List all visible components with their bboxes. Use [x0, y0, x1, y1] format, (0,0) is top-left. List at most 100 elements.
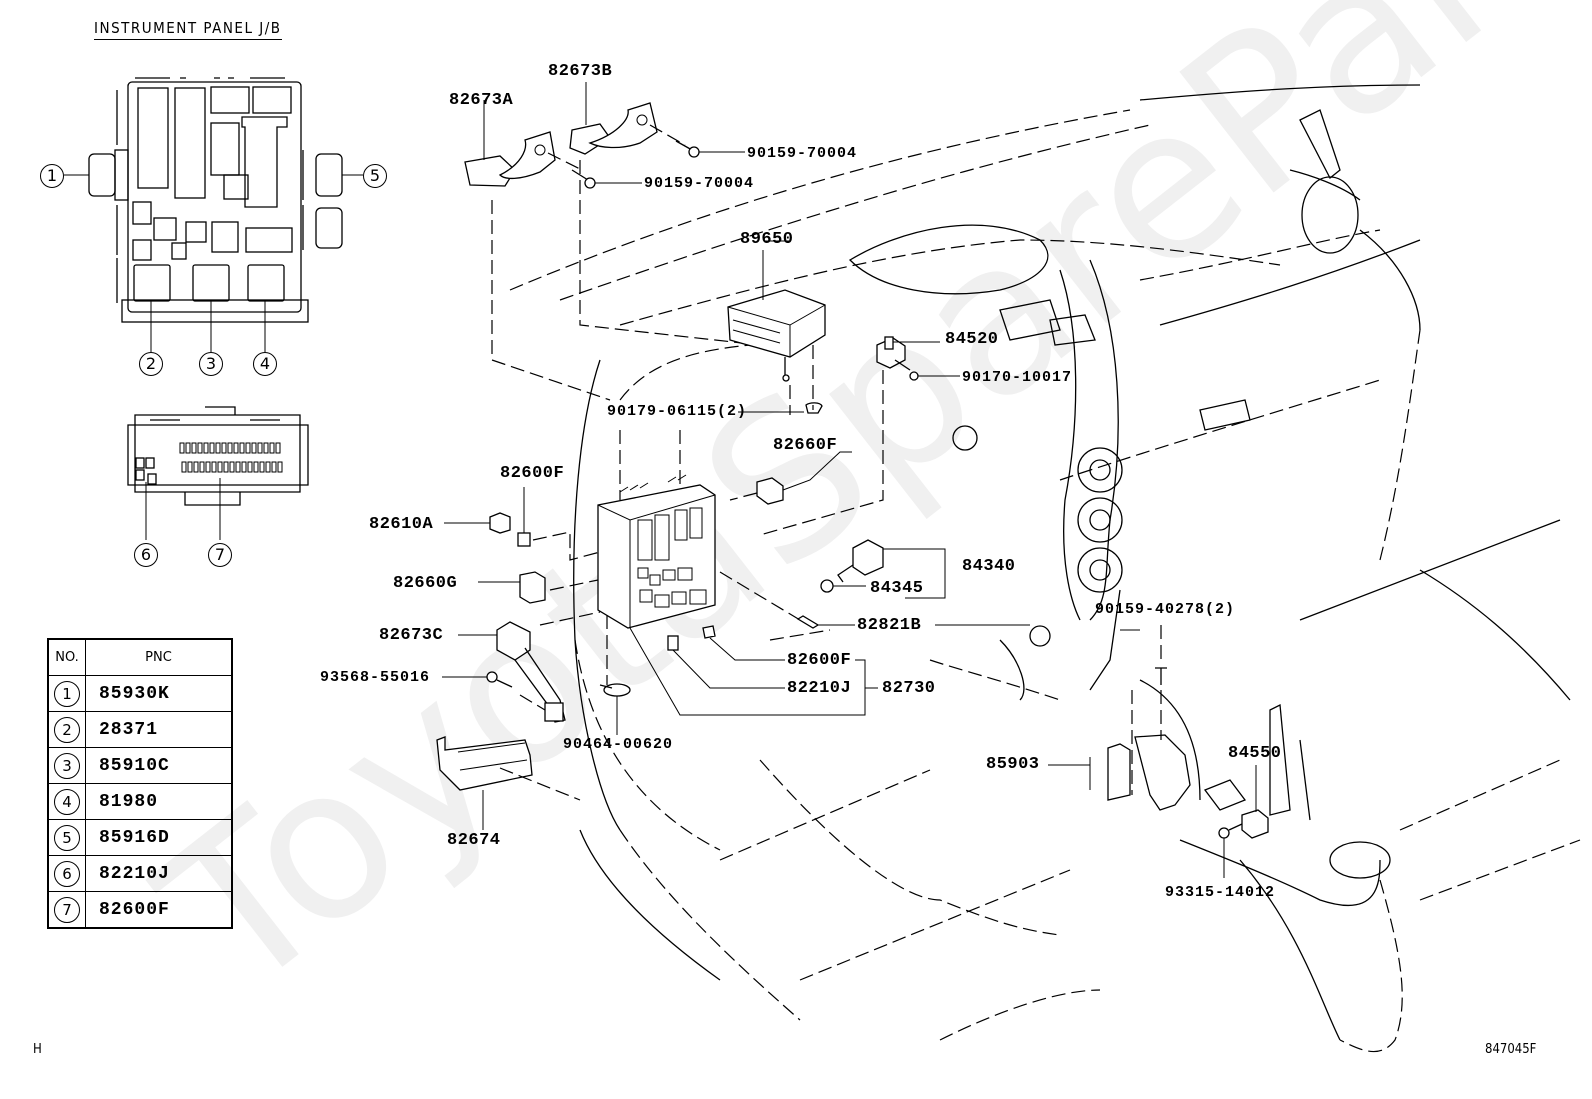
fuse-relay-slot — [649, 574, 661, 586]
label-82673B[interactable]: 82673B — [548, 62, 613, 81]
fuse-relay-slot — [637, 567, 649, 579]
connector-pin — [277, 461, 283, 473]
label-90464-00620[interactable]: 90464-00620 — [563, 736, 674, 753]
label-90179-06115[interactable]: 90179-06115(2) — [607, 403, 748, 420]
label-82610A[interactable]: 82610A — [369, 515, 434, 534]
callout-4: 4 — [253, 352, 277, 376]
fuse-relay-slot — [662, 569, 676, 581]
label-84340[interactable]: 84340 — [962, 557, 1016, 576]
row-number: 7 — [54, 896, 80, 923]
part-82674 — [436, 736, 581, 830]
label-90159-40278[interactable]: 90159-40278(2) — [1095, 601, 1236, 618]
label-82660F[interactable]: 82660F — [773, 436, 838, 455]
connector-pin — [217, 461, 223, 473]
label-90159-70004-lower[interactable]: 90159-70004 — [644, 175, 755, 192]
row-number: 1 — [54, 680, 80, 707]
connector-pin — [269, 442, 275, 454]
label-84550[interactable]: 84550 — [1228, 744, 1282, 763]
connector-pin — [257, 442, 263, 454]
callout-1: 1 — [40, 164, 64, 188]
label-82660G[interactable]: 82660G — [393, 574, 458, 593]
part-90159-40278 — [1155, 625, 1167, 740]
part-84550 — [1203, 765, 1269, 878]
illustration-number: 847045F — [1485, 1042, 1537, 1057]
connector-pin — [179, 442, 185, 454]
connector-pin — [253, 461, 259, 473]
callout-5: 5 — [363, 164, 387, 188]
label-93568-55016[interactable]: 93568-55016 — [320, 669, 431, 686]
connector-pin — [221, 442, 227, 454]
fuse-relay-slot — [654, 514, 670, 561]
connector-pin — [227, 442, 233, 454]
label-82600F-lower[interactable]: 82600F — [787, 651, 852, 670]
part-90464-00620 — [599, 615, 631, 735]
row-pnc: 85930K — [85, 675, 233, 712]
row-number: 4 — [54, 788, 80, 815]
diagram-title: INSTRUMENT PANEL J/B — [94, 20, 282, 40]
pnc-table-header: NO. PNC — [47, 638, 233, 676]
connector-pin — [235, 461, 241, 473]
connector-pin — [191, 442, 197, 454]
header-no: NO. — [47, 638, 86, 676]
part-84340-84345 — [719, 539, 946, 621]
label-82673C[interactable]: 82673C — [379, 626, 444, 645]
callout-6: 6 — [134, 543, 158, 567]
footer-left-code: H — [33, 1042, 42, 1057]
label-89650[interactable]: 89650 — [740, 230, 794, 249]
label-82210J[interactable]: 82210J — [787, 679, 852, 698]
fuse-relay-slot — [671, 591, 687, 605]
label-82673A[interactable]: 82673A — [449, 91, 514, 110]
connector-pin — [239, 442, 245, 454]
connector-pin — [259, 461, 265, 473]
connector-pin — [187, 461, 193, 473]
label-82674[interactable]: 82674 — [447, 831, 501, 850]
part-85903 — [1048, 690, 1191, 811]
row-number: 6 — [54, 860, 80, 887]
fuse-relay-slot — [639, 589, 653, 603]
connector-pin — [263, 442, 269, 454]
jb-side-view — [127, 406, 309, 540]
connector-pin — [271, 461, 277, 473]
part-82673B — [569, 82, 761, 346]
part-82600F-82210J-bottom — [629, 625, 878, 716]
part-82821B — [769, 615, 855, 641]
part-84520 — [759, 336, 960, 536]
label-93315-14012[interactable]: 93315-14012 — [1165, 884, 1276, 901]
label-85903[interactable]: 85903 — [986, 755, 1040, 774]
part-82730-junction-block — [597, 430, 716, 629]
row-pnc: 82600F — [85, 891, 233, 929]
connector-pin — [229, 461, 235, 473]
connector-pin — [275, 442, 281, 454]
row-pnc: 81980 — [85, 783, 233, 820]
part-82660F — [729, 451, 852, 505]
screws-90159-70004 — [571, 140, 745, 189]
connector-pin — [197, 442, 203, 454]
label-82730[interactable]: 82730 — [882, 679, 936, 698]
callout-3: 3 — [199, 352, 223, 376]
connector-pin — [241, 461, 247, 473]
label-90170-10017[interactable]: 90170-10017 — [962, 369, 1073, 386]
label-82600F-upper[interactable]: 82600F — [500, 464, 565, 483]
connector-pin — [251, 442, 257, 454]
label-84345[interactable]: 84345 — [870, 579, 924, 598]
connector-pin — [209, 442, 215, 454]
part-82600F-82610A — [444, 487, 601, 561]
fuse-relay-slot — [689, 507, 703, 539]
part-82660G — [478, 571, 599, 604]
fuse-relay-slot — [674, 509, 688, 541]
fuse-relay-slot — [654, 594, 670, 608]
label-90159-70004-upper[interactable]: 90159-70004 — [747, 145, 858, 162]
part-89650 — [727, 250, 826, 415]
row-number: 2 — [54, 716, 80, 743]
connector-pin — [247, 461, 253, 473]
label-82821B[interactable]: 82821B — [857, 616, 922, 635]
label-84520[interactable]: 84520 — [945, 330, 999, 349]
header-pnc: PNC — [85, 638, 233, 676]
connector-pin — [199, 461, 205, 473]
